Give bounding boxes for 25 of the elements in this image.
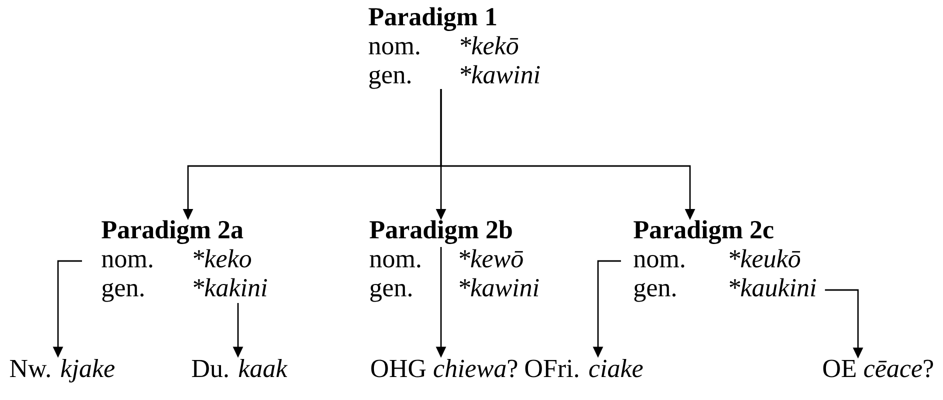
reconstructed-form: *kewō	[460, 249, 523, 268]
paradigm-heading: Paradigm 2c	[634, 220, 774, 244]
attested-form: OHG chiewa?	[371, 358, 518, 378]
attested-form: OE cēace?	[823, 360, 933, 378]
case-label: gen.	[369, 70, 411, 89]
reconstructed-form: *keko	[194, 249, 252, 268]
reconstructed-form: *kawini	[460, 65, 540, 84]
paradigm-heading: Paradigm 2b	[370, 220, 512, 244]
paradigm-heading: Paradigm 1	[368, 7, 496, 31]
case-label: nom.	[368, 42, 420, 55]
reconstructed-form: *kawini	[460, 278, 539, 296]
reconstructed-form: *kekō	[460, 36, 518, 54]
paradigm-heading: Paradigm 2a	[102, 220, 244, 244]
case-label: nom.	[370, 255, 420, 268]
reconstructed-form: *kakini	[194, 278, 267, 296]
reconstructed-form: *kaukini	[730, 278, 816, 297]
case-label: gen.	[102, 282, 144, 302]
case-label: gen.	[370, 282, 412, 302]
case-label: gen.	[634, 282, 676, 302]
case-label: nom.	[634, 255, 684, 268]
case-label: nom.	[102, 255, 152, 268]
reconstructed-form: *keukō	[730, 249, 800, 268]
attested-form: Du. kaak	[192, 358, 288, 378]
attested-form: OFri. ciake	[525, 358, 643, 378]
attested-form: Nw. kjake	[10, 358, 114, 383]
